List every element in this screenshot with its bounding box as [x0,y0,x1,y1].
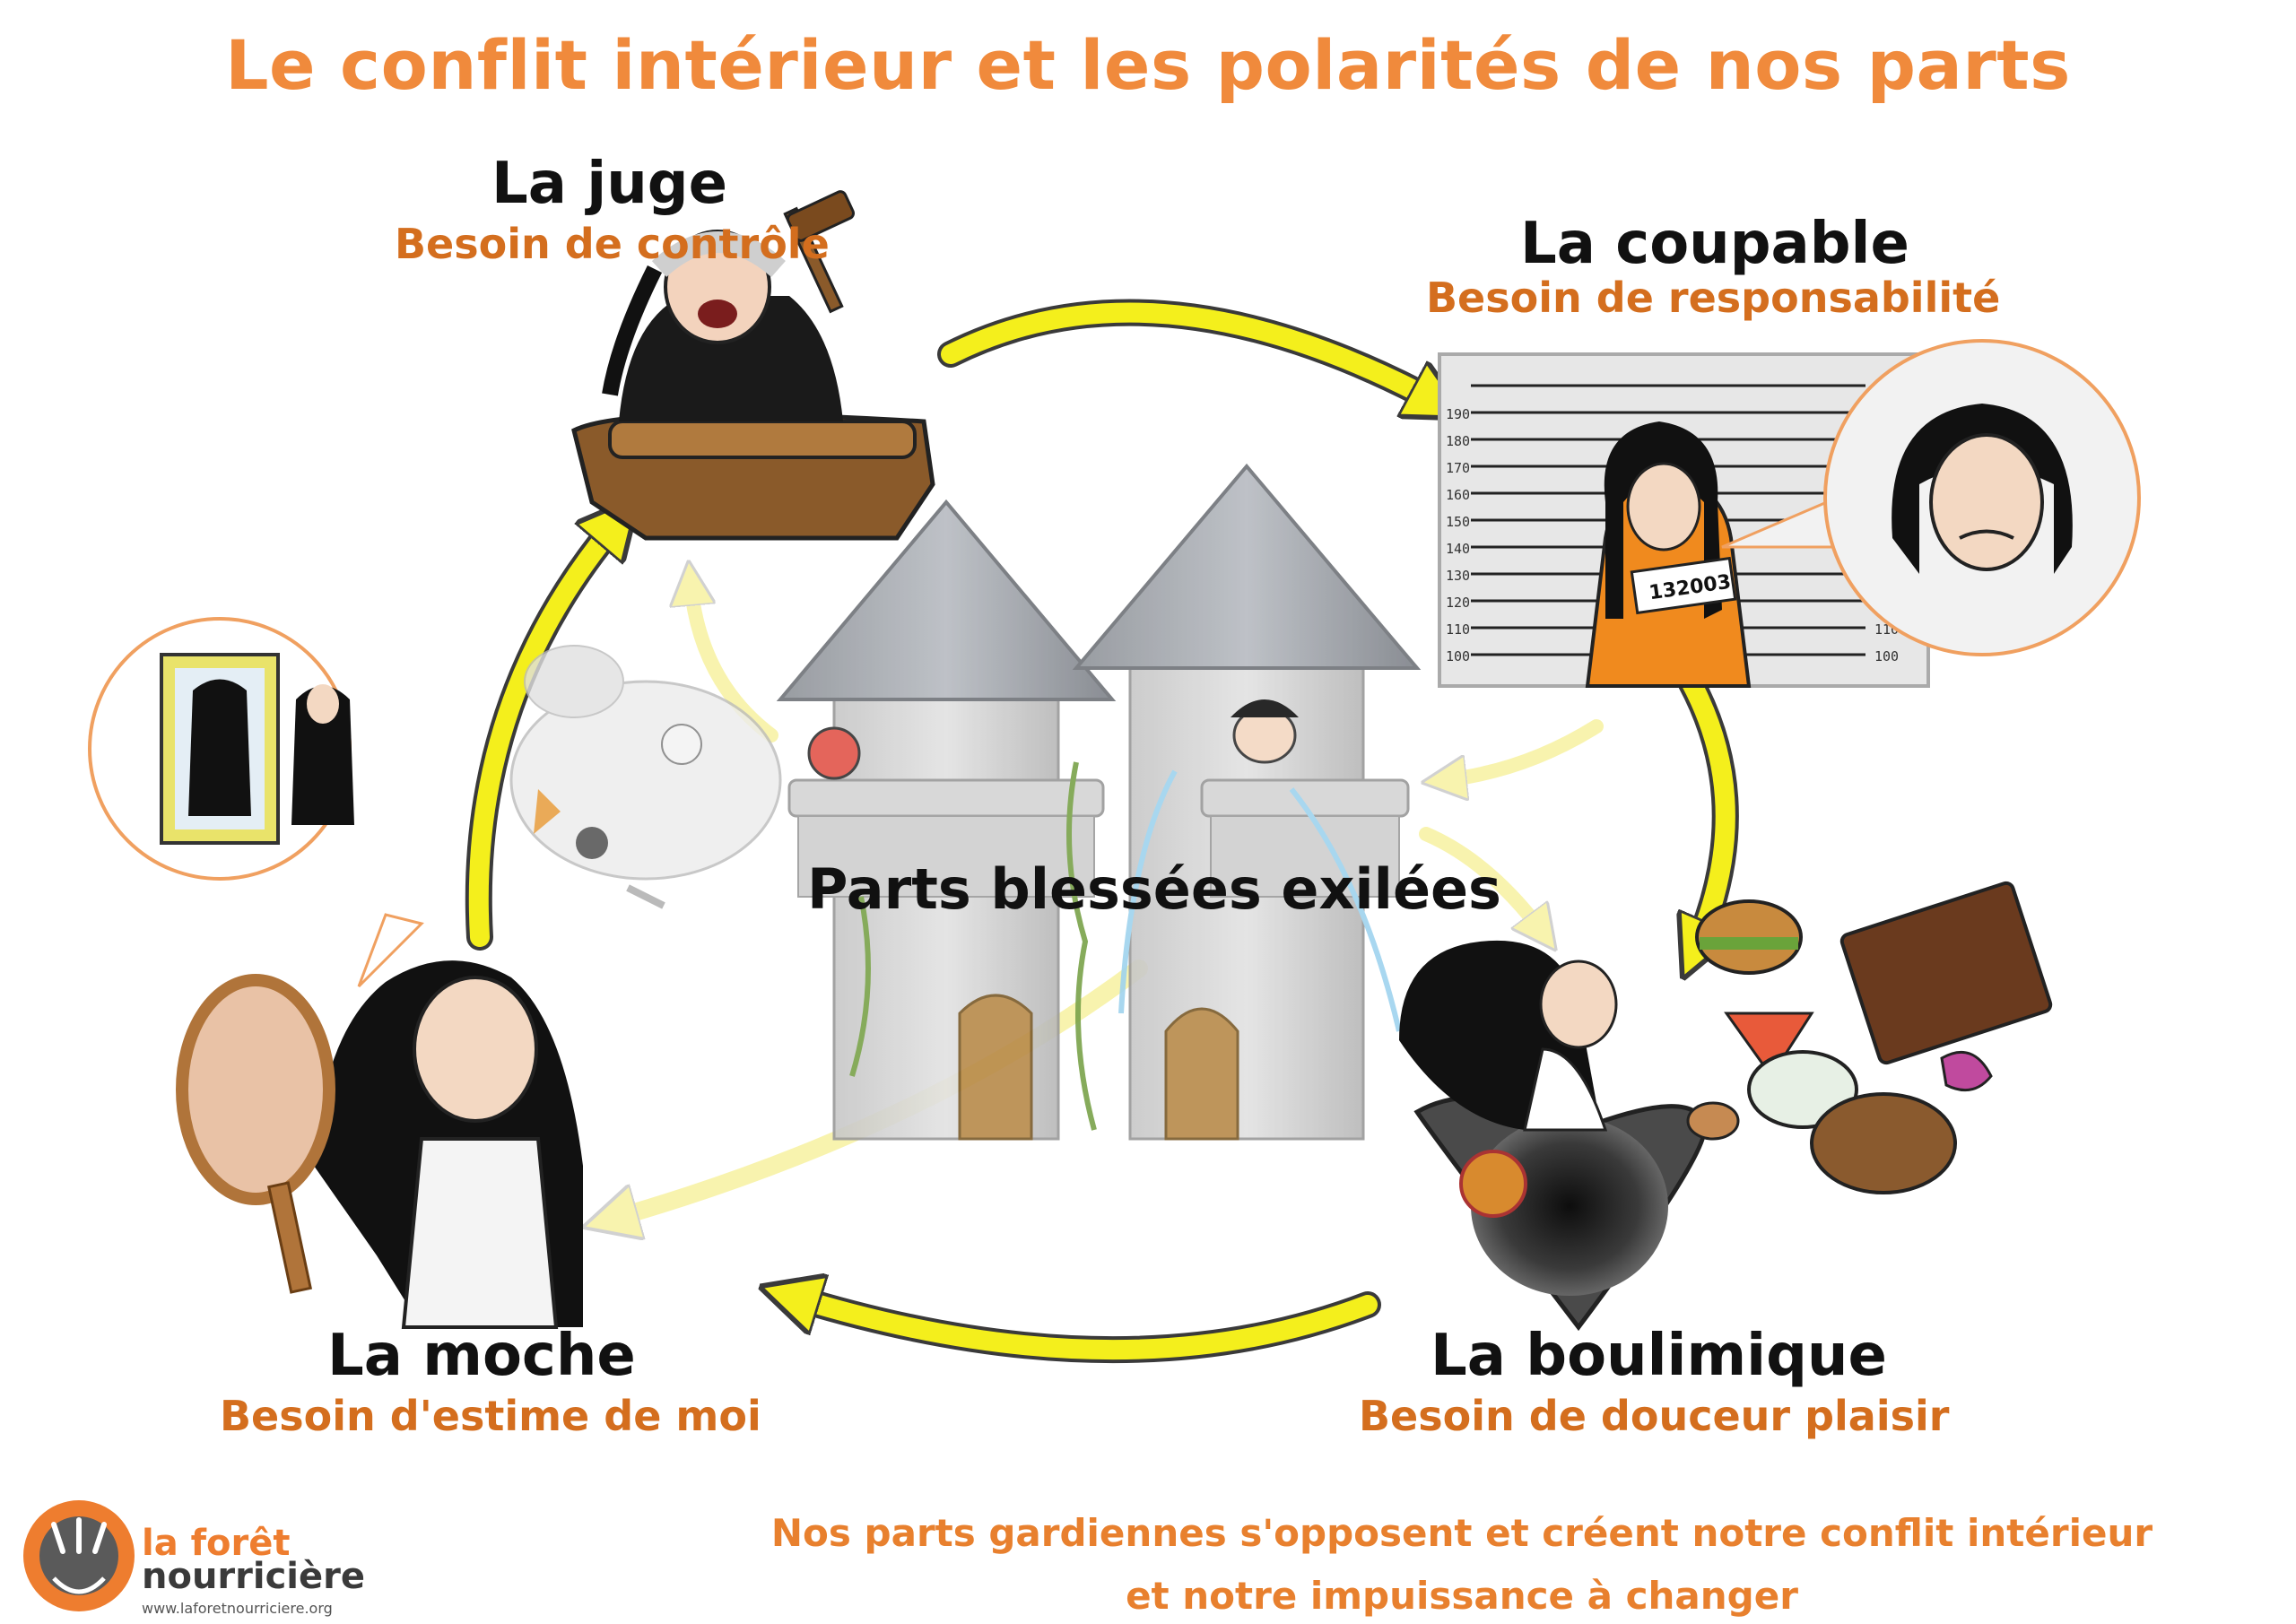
height-numbers-left: 190 180 170 160 150 140 130 120 110 100 [1446,406,1470,664]
brand-name-bottom: nourricière [142,1556,366,1597]
juge-illustration [571,190,935,541]
cycle-arrows [465,299,1739,1364]
boulimique-need: Besoin de douceur plaisir [1359,1392,1950,1440]
height-110: 110 [1446,621,1470,638]
center-label: Parts blessées exilées [807,856,1501,922]
coupable-need: Besoin de responsabilité [1426,274,2001,322]
exile-towers [776,463,1422,1141]
coupable-illustration: 190 180 170 160 150 140 130 120 110 100 … [1438,339,2141,688]
juge-name: La juge [491,151,727,217]
height-140: 140 [1446,541,1470,557]
coupable-name: La coupable [1520,211,1909,277]
height-100: 100 [1446,648,1470,664]
height-120: 120 [1446,595,1470,611]
height-130: 130 [1446,568,1470,584]
height-180: 180 [1446,433,1470,449]
height-190: 190 [1446,406,1470,422]
brand-url: www.laforetnourriciere.org [142,1600,333,1617]
brand-name-top: la forêt [142,1523,291,1564]
moche-illustration [88,617,583,1329]
brand-logo-icon [23,1500,135,1611]
height-160: 160 [1446,487,1470,503]
height-170: 170 [1446,460,1470,476]
height-150: 150 [1446,514,1470,530]
footer-line-1: Nos parts gardiennes s'opposent et créen… [770,1511,2153,1555]
moche-name: La moche [327,1323,636,1389]
footer-line-2: et notre impuissance à changer [1126,1574,1798,1618]
boulimique-name: La boulimique [1431,1323,1887,1389]
page-title: Le conflit intérieur et les polarités de… [225,25,2071,105]
juge-need: Besoin de contrôle [395,220,830,268]
moche-need: Besoin d'estime de moi [220,1392,761,1440]
explosion-cloud [509,645,782,909]
boulimique-illustration [1399,881,2053,1332]
height-right-100: 100 [1874,648,1899,664]
